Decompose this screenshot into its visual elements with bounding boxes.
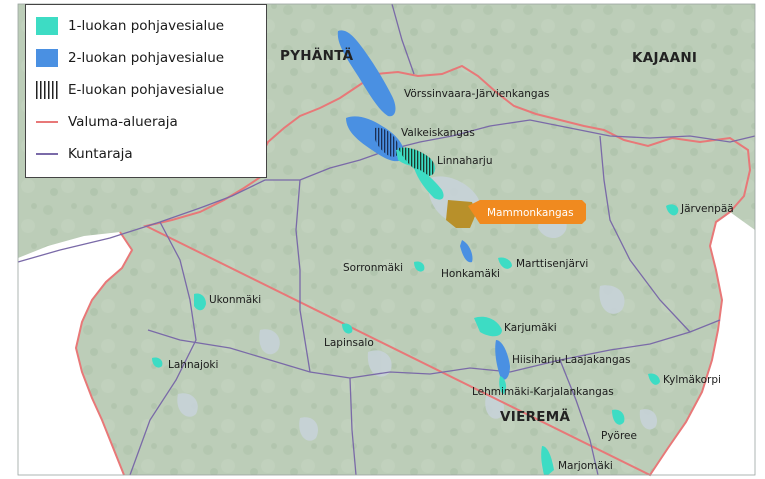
class1-swatch-icon bbox=[36, 17, 58, 35]
area-vorssinvaara[interactable] bbox=[337, 30, 396, 117]
label-jarvenpaa: Järvenpää bbox=[680, 203, 734, 215]
legend-item-classe: E-luokan pohjavesialue bbox=[36, 79, 224, 101]
legend-label: 2-luokan pohjavesialue bbox=[68, 50, 225, 66]
municipality-vierema: VIEREMÄ bbox=[500, 408, 571, 425]
label-hiisiharju: Hiisiharju-Laajakangas bbox=[512, 354, 631, 366]
label-lapinsalo: Lapinsalo bbox=[324, 337, 374, 349]
map-legend: 1-luokan pohjavesialue 2-luokan pohjaves… bbox=[25, 4, 267, 178]
mammonkangas-callout[interactable] bbox=[468, 200, 586, 224]
area-mammonkangas-tail[interactable] bbox=[460, 240, 473, 263]
label-marjomaki: Marjomäki bbox=[558, 460, 613, 472]
label-lehmimaki: Lehmimäki-Karjalankangas bbox=[472, 386, 614, 398]
label-mammonkangas: Mammonkangas bbox=[487, 207, 574, 219]
area-linnaharju[interactable] bbox=[398, 147, 436, 176]
label-lahnajoki: Lahnajoki bbox=[168, 359, 218, 371]
municipality-pyhanta: PYHÄNTÄ bbox=[280, 47, 354, 64]
area-mammonkangas[interactable] bbox=[446, 200, 476, 228]
map-frame-border bbox=[17, 3, 756, 476]
legend-label: Kuntaraja bbox=[68, 146, 133, 162]
label-linnaharju: Linnaharju bbox=[437, 155, 493, 167]
area-valkeiskangas-e[interactable] bbox=[373, 127, 400, 157]
legend-item-catchment: Valuma-alueraja bbox=[36, 111, 178, 133]
area-kylmakorpi[interactable] bbox=[648, 373, 660, 385]
outside-catchment-right bbox=[650, 212, 755, 475]
area-linnaharju-tail[interactable] bbox=[414, 168, 444, 200]
municipality-kajaani: KAJAANI bbox=[632, 50, 697, 66]
hatch-swatch-icon bbox=[36, 81, 58, 99]
label-sorronmaki: Sorronmäki bbox=[343, 262, 403, 274]
label-pyoree: Pyöree bbox=[601, 430, 637, 442]
class2-swatch-icon bbox=[36, 49, 58, 67]
legend-label: Valuma-alueraja bbox=[68, 114, 178, 130]
label-ukonmaki: Ukonmäki bbox=[209, 294, 261, 306]
legend-item-class1: 1-luokan pohjavesialue bbox=[36, 15, 224, 37]
legend-item-class2: 2-luokan pohjavesialue bbox=[36, 47, 224, 69]
area-pyoree[interactable] bbox=[612, 409, 625, 425]
legend-item-municipal: Kuntaraja bbox=[36, 143, 133, 165]
label-kylmakorpi: Kylmäkorpi bbox=[663, 374, 721, 386]
label-marttisenjarvi: Marttisenjärvi bbox=[516, 258, 588, 270]
label-honkamaki: Honkamäki bbox=[441, 268, 500, 280]
municipal-borders bbox=[17, 3, 756, 476]
area-marttisenjarvi[interactable] bbox=[498, 257, 512, 269]
label-valkeiskangas: Valkeiskangas bbox=[401, 127, 475, 139]
label-vorssinvaara: Vörssinvaara-Järvienkangas bbox=[404, 88, 549, 100]
legend-label: E-luokan pohjavesialue bbox=[68, 82, 225, 98]
label-karjumaki: Karjumäki bbox=[504, 322, 557, 334]
area-ukonmaki[interactable] bbox=[194, 293, 206, 311]
area-jarvenpaa[interactable] bbox=[666, 204, 679, 216]
area-lapinsalo[interactable] bbox=[342, 323, 353, 334]
red-line-icon bbox=[36, 121, 58, 123]
legend-label: 1-luokan pohjavesialue bbox=[68, 18, 225, 34]
area-lahnajoki[interactable] bbox=[152, 357, 163, 368]
area-karjumaki[interactable] bbox=[474, 316, 502, 337]
area-marjomaki[interactable] bbox=[541, 446, 554, 475]
area-sorronmaki[interactable] bbox=[414, 261, 425, 272]
purple-line-icon bbox=[36, 153, 58, 155]
groundwater-areas bbox=[152, 30, 679, 475]
outside-catchment-left bbox=[18, 232, 132, 475]
area-hiisiharju-tail[interactable] bbox=[499, 376, 507, 394]
area-hiisiharju[interactable] bbox=[495, 340, 510, 380]
